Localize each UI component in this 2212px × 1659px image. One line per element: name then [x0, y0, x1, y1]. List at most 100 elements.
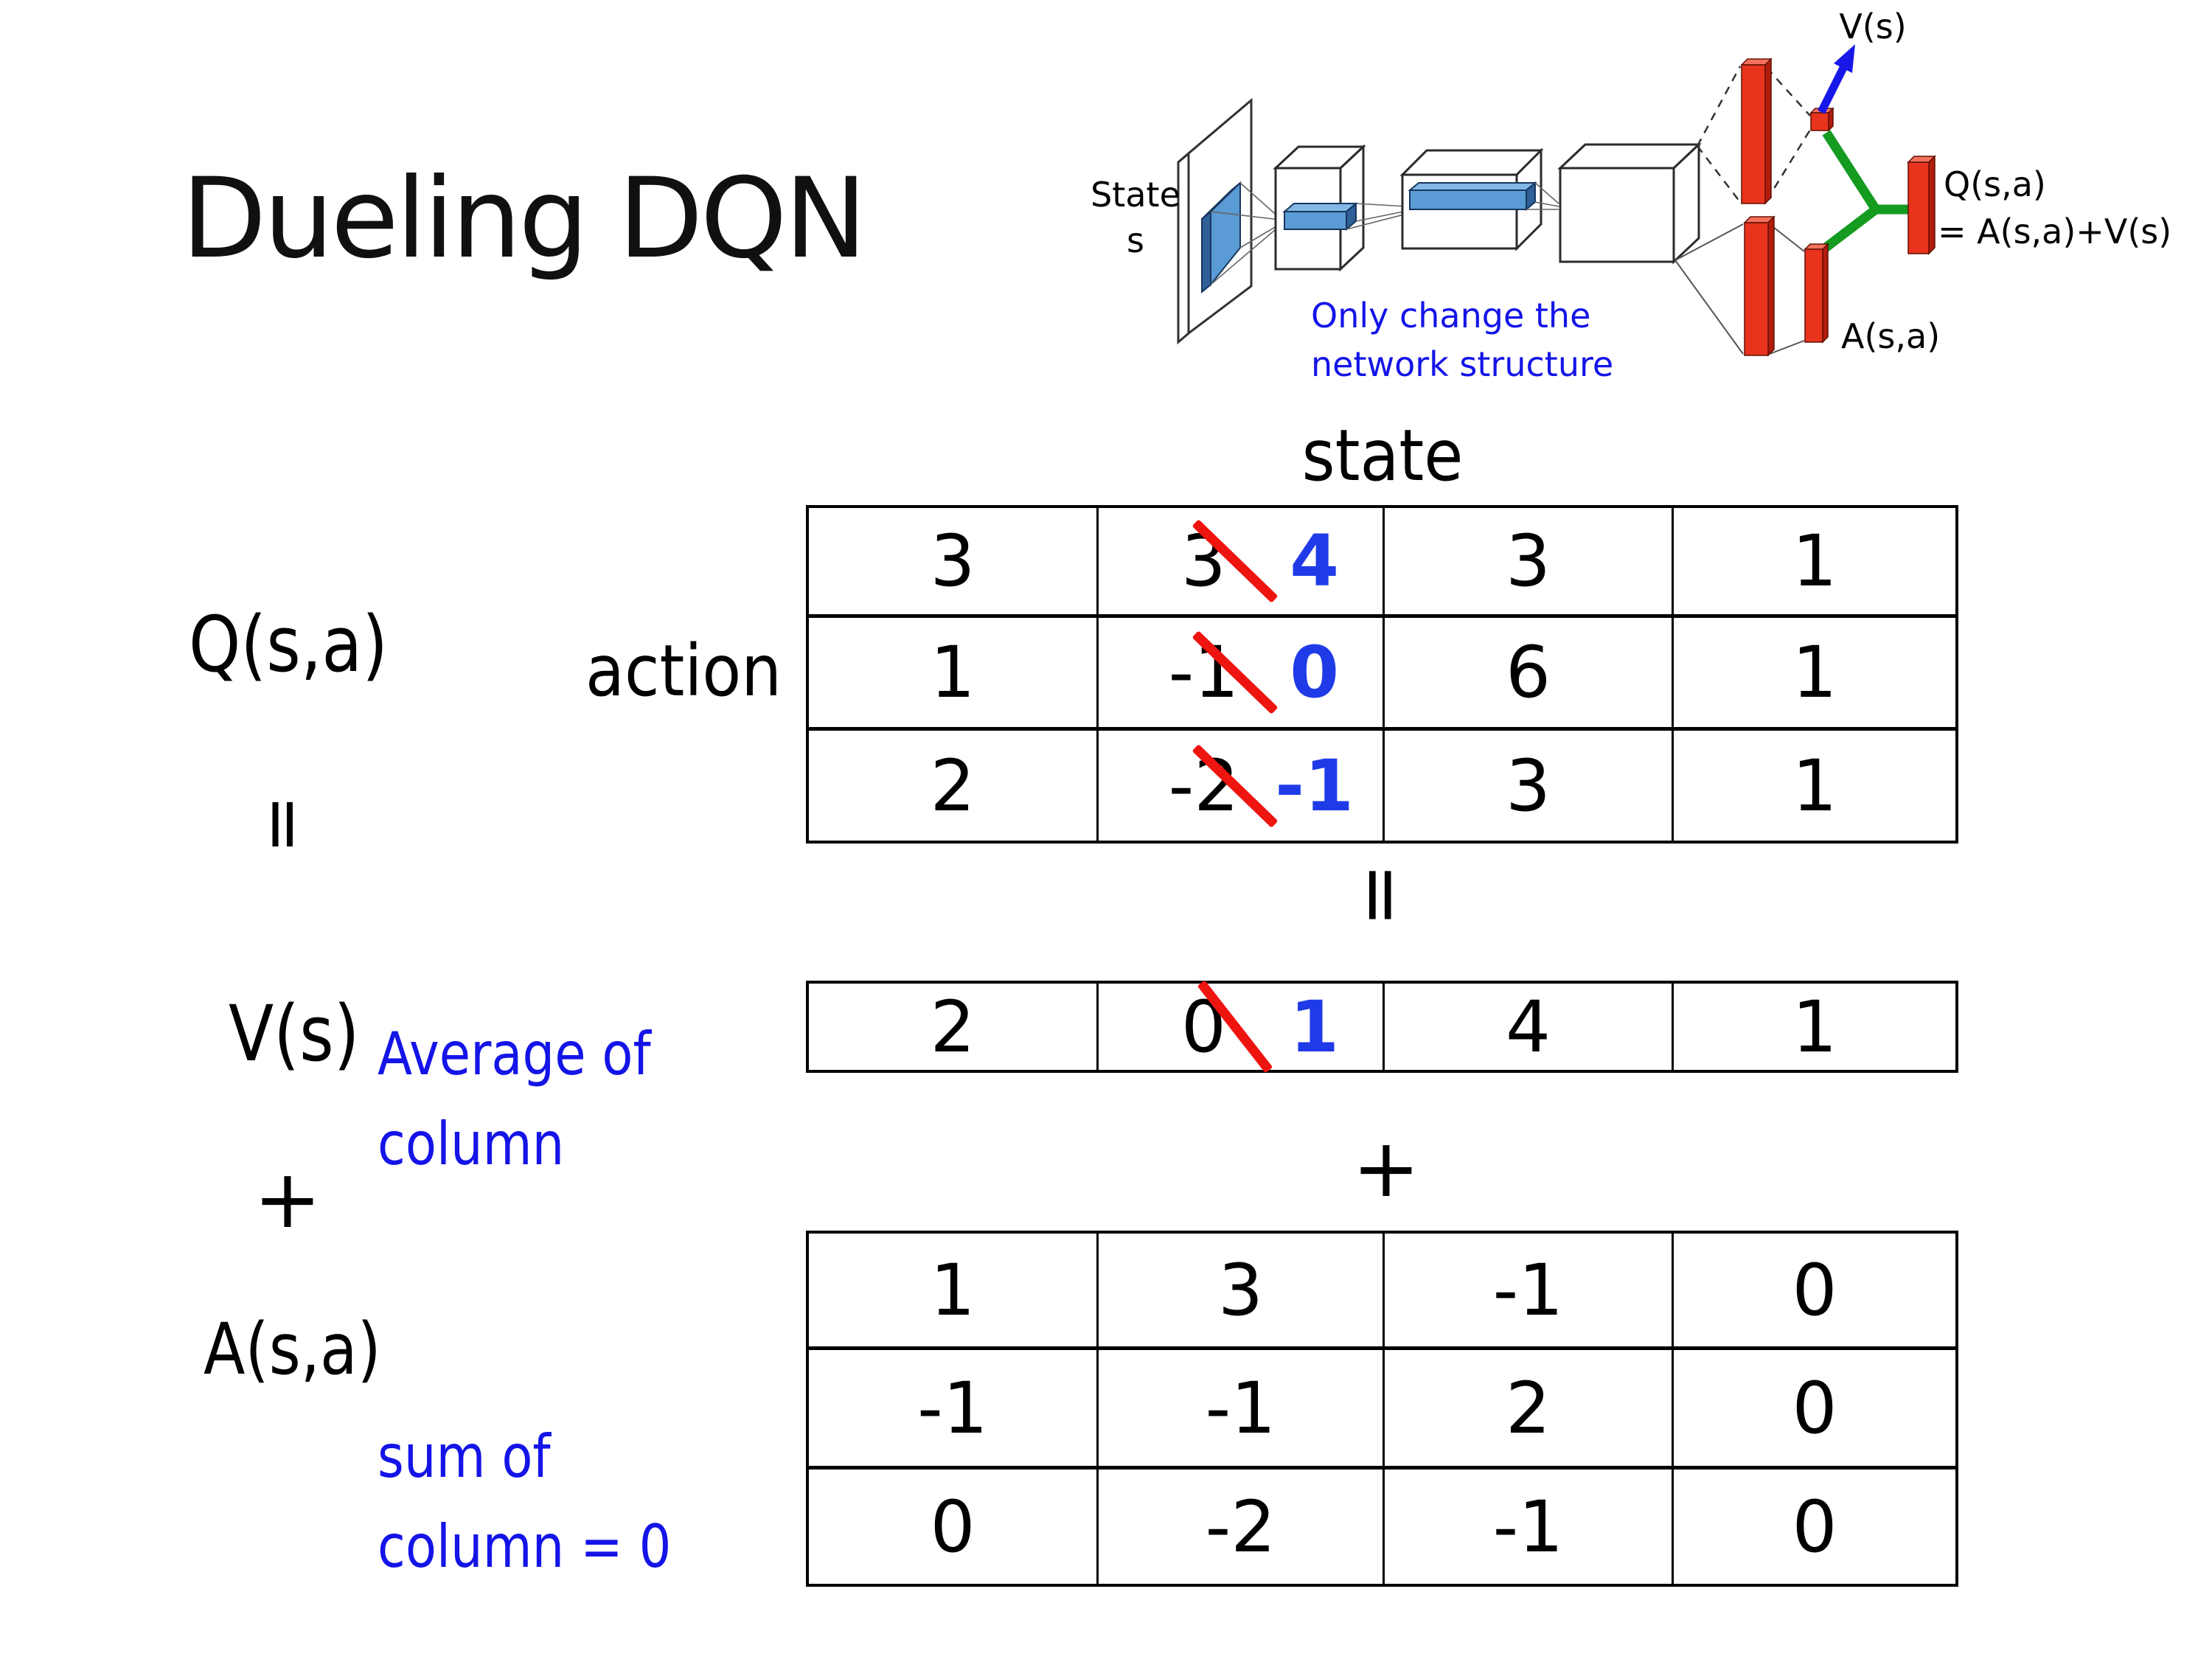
a-cell-r2c3: 0 [1674, 1470, 1955, 1584]
v-cell-c3: 1 [1674, 984, 1955, 1070]
q-cell-r2c2: 3 [1385, 731, 1674, 841]
v-arrow-head [1834, 44, 1855, 73]
diagram-q-label: Q(s,a) [1944, 164, 2046, 204]
action-label: action [585, 630, 782, 712]
a-value: -1 [1205, 1366, 1276, 1450]
fc-box-front [1559, 167, 1675, 263]
q-cell-r0c2: 3 [1385, 508, 1674, 618]
a-value: 0 [1792, 1366, 1837, 1450]
corrected-q-value: 0 [1290, 631, 1339, 714]
a-cell-r1c1: -1 [1099, 1350, 1385, 1470]
q-value: 6 [1505, 631, 1551, 714]
a-value: -2 [1205, 1485, 1276, 1568]
sum-note-line2: column = 0 [378, 1512, 672, 1581]
q-value: 1 [1792, 520, 1837, 602]
a-cell-r0c2: -1 [1385, 1234, 1674, 1350]
value-scalar-node [1809, 107, 1834, 132]
q-value: 3 [1505, 520, 1551, 602]
a-value: 1 [930, 1248, 975, 1332]
conv-patch-side [1201, 209, 1211, 294]
corrected-v-value: 1 [1290, 985, 1339, 1068]
v-cell-c2: 4 [1385, 984, 1674, 1070]
a-value: -1 [1492, 1248, 1564, 1332]
v-cell-c1: 0 1 [1099, 979, 1385, 1073]
q-value: 1 [1792, 744, 1837, 827]
feature-bar-2-top [1408, 182, 1537, 191]
q-cell-r2c1: -2 -1 [1099, 731, 1385, 841]
a-value: 2 [1505, 1366, 1551, 1450]
q-value: 2 [930, 744, 975, 827]
advantage-hidden-bar-front [1744, 222, 1769, 356]
feature-bar-1-top [1282, 203, 1358, 212]
a-table: 1 3 -1 0 -1 -1 2 0 0 -2 -1 0 [806, 1231, 1958, 1587]
value-hidden-bar [1740, 58, 1773, 205]
advantage-output-bar-side [1822, 243, 1829, 344]
q-value: 1 [930, 631, 975, 714]
a-cell-r1c2: 2 [1385, 1350, 1674, 1470]
q-cell-r1c2: 6 [1385, 618, 1674, 731]
a-value: -1 [917, 1366, 988, 1450]
q-cell-r1c0: 1 [809, 618, 1099, 731]
a-cell-r0c1: 3 [1099, 1234, 1385, 1350]
q-cell-r0c3: 1 [1674, 508, 1955, 618]
a-cell-r2c0: 0 [809, 1470, 1099, 1584]
feature-bar-1-front [1284, 211, 1347, 230]
value-scalar-side [1828, 107, 1834, 132]
equation-plus: + [253, 1152, 322, 1246]
a-cell-r2c2: -1 [1385, 1470, 1674, 1584]
q-output-bar [1907, 155, 1936, 255]
a-value: 0 [1792, 1485, 1837, 1568]
a-cell-r2c1: -2 [1099, 1470, 1385, 1584]
state-header: state [1301, 414, 1464, 497]
mid-equals-rotated: = [1338, 863, 1427, 928]
q-output-bar-side [1928, 155, 1935, 255]
value-stream-dashed-lines [1696, 66, 1812, 203]
advantage-output-bar [1804, 243, 1829, 344]
equation-q-term: Q(s,a) [189, 599, 389, 689]
v-table: 2 0 1 4 1 [806, 979, 1958, 1073]
v-arrow-shaft [1818, 63, 1848, 114]
value-scalar-front [1810, 112, 1829, 131]
diagram-v-label: V(s) [1839, 7, 1906, 46]
diagram-state-label: State [1091, 175, 1180, 215]
advantage-stream-lines [1674, 223, 1805, 355]
q-cell-r0c0: 3 [809, 508, 1099, 618]
v-value: 4 [1505, 985, 1551, 1068]
q-cell-r2c3: 1 [1674, 731, 1955, 841]
aggregation-connector [1817, 130, 1910, 257]
v-arrow [1818, 44, 1855, 114]
average-note-line2: column [378, 1110, 565, 1178]
a-value: 0 [930, 1485, 975, 1568]
mid-plus: + [1352, 1121, 1421, 1215]
average-note-line1: Average of [378, 1020, 651, 1088]
q-cell-r2c0: 2 [809, 731, 1099, 841]
a-value: 3 [1217, 1248, 1264, 1332]
a-cell-r0c0: 1 [809, 1234, 1099, 1350]
feature-bar-1 [1282, 201, 1358, 232]
advantage-hidden-bar [1743, 215, 1775, 357]
value-hidden-bar-side [1764, 58, 1772, 205]
advantage-output-bar-front [1804, 248, 1823, 343]
equation-a-term: A(s,a) [204, 1308, 381, 1391]
q-value: 1 [1792, 631, 1837, 714]
q-cell-r0c1: 3 4 [1099, 508, 1385, 618]
feature-bar-2-front [1409, 189, 1527, 210]
value-hidden-bar-front [1741, 64, 1766, 204]
a-value: -1 [1492, 1485, 1564, 1568]
diagram-state-s-label: s [1127, 220, 1144, 260]
sum-note-line1: sum of [378, 1422, 551, 1491]
q-output-bar-front [1907, 161, 1930, 254]
v-cell-c0: 2 [809, 984, 1099, 1070]
a-value: 0 [1792, 1248, 1837, 1332]
diagram-note-line1: Only change the [1311, 296, 1590, 335]
q-value: 3 [1505, 744, 1551, 827]
advantage-hidden-bar-side [1767, 215, 1775, 357]
fc-box [1557, 142, 1702, 265]
a-cell-r0c3: 0 [1674, 1234, 1955, 1350]
old-v-value: 0 [1180, 985, 1226, 1068]
page-title: Dueling DQN [181, 155, 867, 283]
diagram-a-label: A(s,a) [1841, 316, 1940, 356]
feature-bar-2 [1408, 181, 1537, 212]
q-cell-r1c1: -1 0 [1099, 618, 1385, 731]
